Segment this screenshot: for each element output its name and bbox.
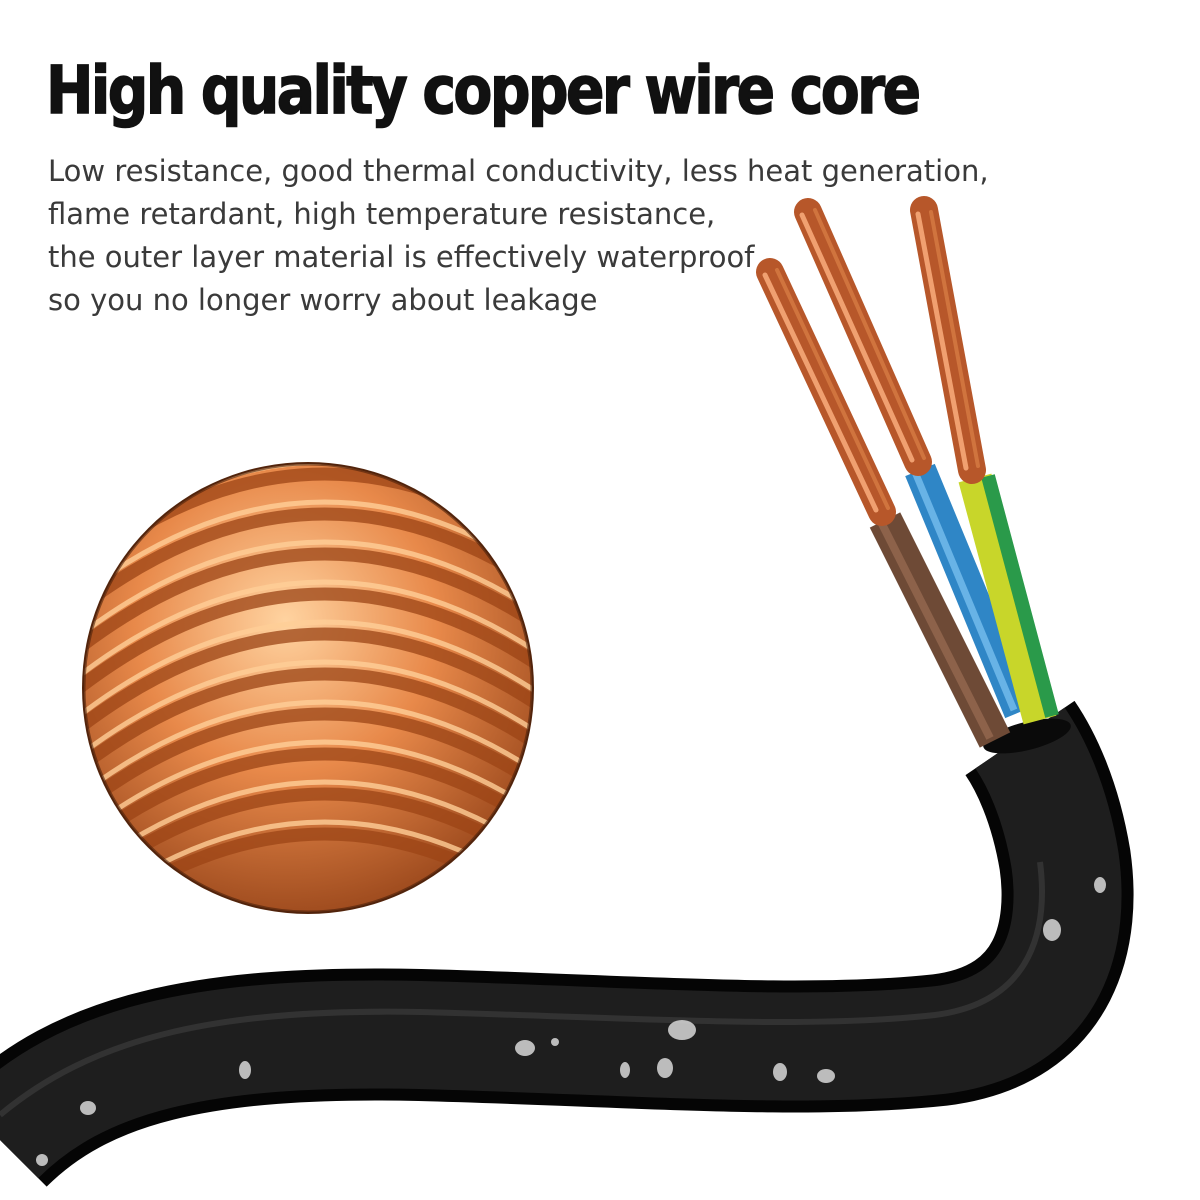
description-line: flame retardant, high temperature resist… (48, 197, 716, 231)
description-line: so you no longer worry about leakage (48, 283, 598, 317)
description-line: Low resistance, good thermal conductivit… (48, 154, 989, 188)
yellow-green-wire (958, 473, 1057, 725)
description-line: the outer layer material is effectively … (48, 240, 755, 274)
water-droplets (36, 877, 1106, 1166)
inner-wires (869, 463, 1059, 748)
blue-wire (905, 463, 1035, 719)
headline: High quality copper wire core (45, 51, 921, 130)
description: Low resistance, good thermal conductivit… (48, 150, 989, 322)
copper-strands (756, 196, 986, 526)
copper-coil (82, 462, 534, 914)
cable-jacket (0, 700, 1134, 1188)
